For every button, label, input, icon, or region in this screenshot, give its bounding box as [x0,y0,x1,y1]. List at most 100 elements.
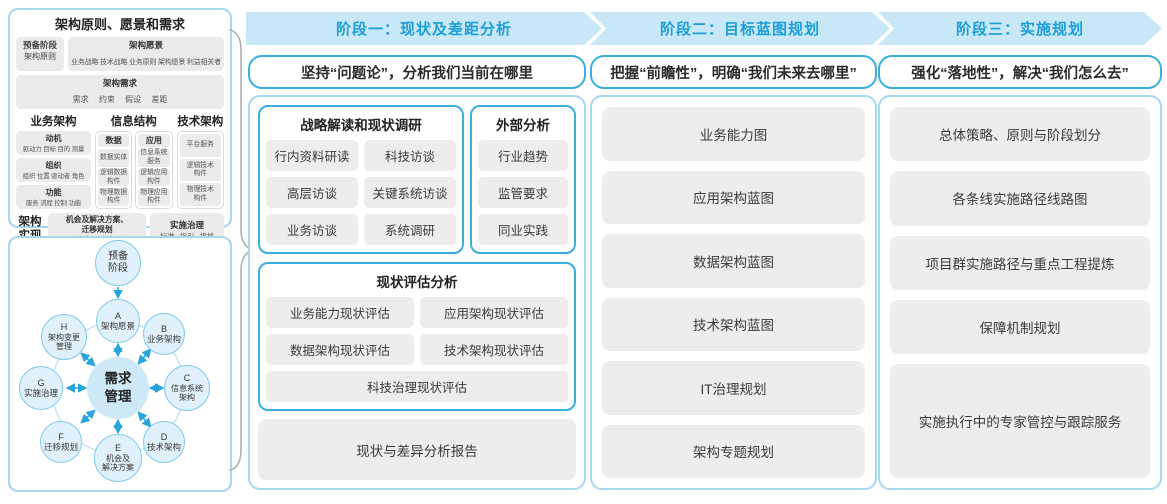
node-letter: E [114,443,121,453]
phase1-subtitle: 坚持“问题论”，分析我们当前在哪里 [301,65,533,82]
group-items: 服务 流程 控制 功能 [25,200,82,207]
data-item: 逻辑数据 构件 [98,168,130,187]
info-structure-title: 信息结构 [110,116,157,128]
phase2-header: 阶段二：目标蓝图规划 [659,21,820,38]
phase1-header-band: 阶段一：现状及差距分析 [246,12,602,45]
node-label: 信息系统 架构 [171,383,203,403]
phase2-header-band: 阶段二：目标蓝图规划 [590,12,890,45]
prep-vision-row: 预备阶段 架构原则 架构愿景 业务战略 技术战略 业务原则 架构愿景 利益相关者 [16,37,224,71]
group-items: 组织 位置 驱动者 角色 [22,173,85,180]
app-item: 信息系统 服务 [138,149,170,167]
group-name: 组织 [45,161,62,170]
strategy-research-box: 战略解读和现状调研 行内资料研读 科技访谈 高层访谈 关键系统访谈 业务访谈 系… [258,105,464,254]
phase2-subtitle: 把握“前瞻性”，明确“我们未来去哪里” [610,65,857,82]
external-analysis-box: 外部分析 行业趋势 监管要求 同业实践 [470,105,576,254]
app-item: 物理应用 构件 [138,188,170,207]
gap-analysis-report-box: 现状与差异分析报告 [258,419,576,480]
external-items: 行业趋势 监管要求 同业实践 [478,140,568,245]
strategy-box-title: 战略解读和现状调研 [300,118,422,133]
req-title: 架构需求 [102,78,137,88]
node-label: 机会及 解决方案 [102,453,134,473]
info-subcolumns: 数据 数据实体 逻辑数据 构件 物理数据 构件 应用 信息系统 服务 逻辑应用 … [95,131,173,209]
phase3-header: 阶段三：实施规划 [955,21,1084,38]
assessment-wide-item: 科技治理现状评估 [266,371,568,402]
data-col-header: 数据 [98,134,130,147]
node-d-technical-architecture: D 技术架构 [143,421,185,463]
phase2-item-business-capability-map: 业务能力图 [602,107,865,161]
business-groups: 动机 驱动力 目标 目的 测量 组织 组织 位置 驱动者 角色 功能 服务 流程… [16,131,91,209]
center-f-arrow [80,409,96,424]
phase3-item-program-paths: 项目群实施路径与重点工程提炼 [890,235,1150,290]
architecture-vision-box: 架构愿景 业务战略 技术战略 业务原则 架构愿景 利益相关者 [68,37,224,71]
vision-items: 业务战略 技术战略 业务原则 架构愿景 利益相关者 [71,59,221,66]
prep-stage-node: 预备 阶段 [95,240,141,286]
function-box: 功能 服务 流程 控制 功能 [16,185,91,209]
node-label: 架构变更 管理 [48,332,80,352]
node-letter: H [60,322,68,332]
strategy-item: 行内资料研读 [266,140,358,171]
phase3-item-overall-strategy: 总体策略、原则与阶段划分 [890,107,1150,162]
center-b-arrow [137,348,152,365]
tech-column: 平台服务 逻辑技术 构件 物理技术 构件 [176,131,224,209]
external-item: 监管要求 [478,177,568,208]
phase3-item-guarantee-mechanism: 保障机制规划 [890,299,1150,355]
phase1-subtitle-box: 坚持“问题论”，分析我们当前在哪里 [248,55,586,89]
adm-cycle-panel: 预备 阶段 A 架构愿景 B 业务架构 C 信息系统 架构 D 技术架构 E 机… [8,236,232,492]
phase1-header: 阶段一：现状及差距分析 [335,21,512,38]
strategy-item: 系统调研 [364,214,456,245]
phase2-subtitle-box: 把握“前瞻性”，明确“我们未来去哪里” [590,55,877,89]
data-item: 数据实体 [98,149,130,167]
phase2-content-panel: 业务能力图 应用架构蓝图 数据架构蓝图 技术架构蓝图 IT治理规划 架构专题规划 [590,95,877,490]
phase1-top-row: 战略解读和现状调研 行内资料研读 科技访谈 高层访谈 关键系统访谈 业务访谈 系… [258,105,576,254]
strategy-item: 关键系统访谈 [364,177,456,208]
node-h-architecture-change-management: H 架构变更 管理 [41,314,87,360]
center-h-arrow [80,352,96,367]
information-structure-column: 信息结构 数据 数据实体 逻辑数据 构件 物理数据 构件 应用 信息系统 服务 … [95,113,173,209]
phase2-item-it-governance-planning: IT治理规划 [602,361,865,415]
node-letter: C [183,373,191,383]
node-b-business-architecture: B 业务架构 [143,313,185,355]
node-label: 实施治理 [23,388,58,399]
req-items: 需求 约束 假设 差距 [72,95,168,104]
panel-title: 架构原则、愿景和需求 [54,17,185,32]
node-e-opportunities-solutions: E 机会及 解决方案 [94,434,142,482]
node-label: 业务架构 [146,334,181,345]
app-col-header: 应用 [138,134,170,147]
external-item: 行业趋势 [478,140,568,171]
tech-item: 平台服务 [179,134,221,157]
phase3-subtitle-box: 强化“落地性”，解决“我们怎么去” [878,55,1162,89]
tech-item: 物理技术 构件 [179,183,221,207]
business-arch-title: 业务架构 [30,116,77,128]
node-letter: G [37,377,45,388]
node-label: 技术架构 [146,442,181,453]
group-name: 功能 [45,188,62,197]
app-item: 逻辑应用 构件 [138,168,170,187]
assessment-item: 技术架构现状评估 [420,334,568,365]
opportunities-title: 机会及解决方案、 迁移规划 [65,215,129,234]
phase2-item-technology-blueprint: 技术架构蓝图 [602,297,865,351]
phase3-subtitle: 强化“落地性”，解决“我们怎么去” [911,65,1129,82]
node-g-implementation-governance: G 实施治理 [19,366,63,410]
phase3-content-panel: 总体策略、原则与阶段划分 各条线实施路径线路图 项目群实施路径与重点工程提炼 保… [878,95,1162,490]
phase3-item-expert-tracking: 实施执行中的专家管控与跟踪服务 [890,364,1150,479]
group-items: 驱动力 目标 目的 测量 [22,146,85,153]
data-column: 数据 数据实体 逻辑数据 构件 物理数据 构件 [95,131,133,209]
assessment-item: 应用架构现状评估 [420,297,568,328]
preparation-stage-box: 预备阶段 架构原则 [16,37,64,71]
tech-arch-title: 技术架构 [177,116,224,128]
architecture-requirements-box: 架构需求 需求 约束 假设 差距 [16,75,224,109]
node-label: 架构愿景 [100,321,135,332]
architecture-principles-panel: 架构原则、愿景和需求 预备阶段 架构原则 架构愿景 业务战略 技术战略 业务原则… [8,8,232,248]
vision-title: 架构愿景 [128,40,163,50]
node-a-architecture-vision: A 架构愿景 [96,299,140,343]
node-letter: D [160,431,168,442]
center-d-arrow [137,411,152,428]
assessment-box-title: 现状评估分析 [376,275,458,290]
phase2-item-data-blueprint: 数据架构蓝图 [602,234,865,288]
node-f-migration-planning: F 迁移规划 [40,421,82,463]
business-architecture-column: 业务架构 动机 驱动力 目标 目的 测量 组织 组织 位置 驱动者 角色 功能 … [16,113,91,209]
phase3-header-band: 阶段三：实施规划 [878,12,1162,45]
assessment-item: 数据架构现状评估 [266,334,414,365]
strategy-item: 高层访谈 [266,177,358,208]
node-letter: A [114,310,121,321]
